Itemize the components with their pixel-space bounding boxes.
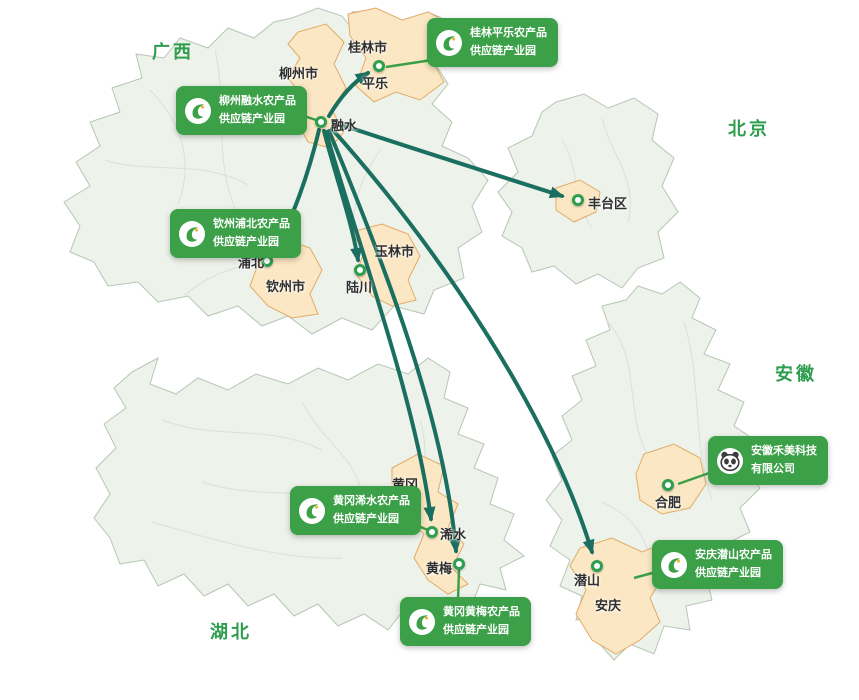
callout-liuzhou-rongshui-park: 柳州融水农产品 供应链产业园 (176, 86, 307, 136)
panda-logo-icon (717, 447, 743, 474)
guilin-region-shape (347, 7, 448, 103)
place-label-pingle: 平乐 (362, 76, 389, 91)
route-arrow-rongshui-to-pingle (327, 71, 371, 118)
place-label-anqing: 安庆 (595, 598, 622, 613)
marker-icon-huangmei (453, 558, 465, 570)
callout-anqing-qianshan-park: 安庆潜山农产品 供应链产业园 (652, 540, 783, 590)
callout-anhui-hemei-hq: 安徽禾美科技 有限公司 (708, 436, 828, 486)
hemei-leaf-logo-icon (299, 497, 325, 524)
place-label-yulinshi: 玉林市 (375, 244, 415, 259)
callout-line2: 供应链产业园 (219, 112, 285, 125)
callout-line2: 有限公司 (751, 462, 795, 475)
callout-huanggang-xishui-park: 黄冈浠水农产品 供应链产业园 (290, 486, 421, 536)
hemei-leaf-logo-icon (179, 220, 205, 247)
callout-line1: 安徽禾美科技 (751, 445, 817, 457)
callout-huanggang-huangmei-park: 黄冈黄梅农产品 供应链产业园 (400, 597, 531, 647)
callout-line2: 供应链产业园 (333, 512, 399, 525)
callout-line1: 柳州融水农产品 (219, 95, 296, 107)
marker-icon-fengtai (572, 194, 584, 206)
marker-icon-hefei (662, 479, 674, 491)
place-label-liuzhou: 柳州市 (279, 66, 319, 81)
place-label-rongshui: 融水 (331, 118, 358, 133)
callout-qinzhou-pubei-park: 钦州浦北农产品 供应链产业园 (170, 209, 301, 259)
marker-icon-xishui (426, 526, 438, 538)
callout-line2: 供应链产业园 (213, 235, 279, 248)
callout-line1: 钦州浦北农产品 (213, 218, 290, 230)
marker-icon-rongshui (315, 116, 327, 128)
callout-line2: 供应链产业园 (470, 44, 536, 57)
hemei-leaf-logo-icon (409, 608, 435, 635)
place-label-guilin: 桂林市 (348, 40, 388, 55)
place-label-qinzhou: 钦州市 (266, 279, 306, 294)
place-label-qianshan: 潜山 (574, 573, 601, 588)
place-label-huangmei: 黄梅 (426, 561, 453, 576)
place-label-xishui: 浠水 (440, 527, 467, 542)
province-label-beijing: 北京 (728, 119, 770, 139)
callout-line1: 黄冈黄梅农产品 (443, 606, 520, 618)
callout-line1: 安庆潜山农产品 (695, 549, 772, 561)
callout-guilin-pingle-park: 桂林平乐农产品 供应链产业园 (427, 18, 558, 68)
route-arrow-rongshui-to-luchuan (322, 129, 363, 263)
callout-line2: 供应链产业园 (695, 566, 761, 579)
hemei-leaf-logo-icon (436, 29, 462, 56)
marker-icon-luchuan (354, 264, 366, 276)
callout-line1: 桂林平乐农产品 (470, 27, 547, 39)
callout-line2: 供应链产业园 (443, 623, 509, 636)
route-arrow-rongshui-to-fengtai (331, 120, 565, 199)
place-label-pubei: 浦北 (238, 255, 265, 270)
province-label-anhui: 安徽 (775, 364, 817, 384)
hemei-leaf-logo-icon (185, 97, 211, 124)
marker-icon-qianshan (591, 560, 603, 572)
place-label-luchuan: 陆川 (346, 280, 373, 295)
route-arrow-rongshui-to-huangmei (327, 129, 461, 554)
route-arrow-rongshui-to-xishui (324, 130, 436, 522)
place-label-hefei: 合肥 (655, 495, 682, 510)
place-label-fengtai: 丰台区 (588, 196, 628, 211)
province-label-hubei: 湖北 (210, 622, 252, 642)
route-arrow-rongshui-to-qianshan (330, 127, 595, 555)
marker-icon-pingle (373, 60, 385, 72)
callout-line1: 黄冈浠水农产品 (333, 495, 410, 507)
province-label-guangxi: 广西 (152, 42, 194, 62)
hemei-leaf-logo-icon (661, 551, 687, 578)
